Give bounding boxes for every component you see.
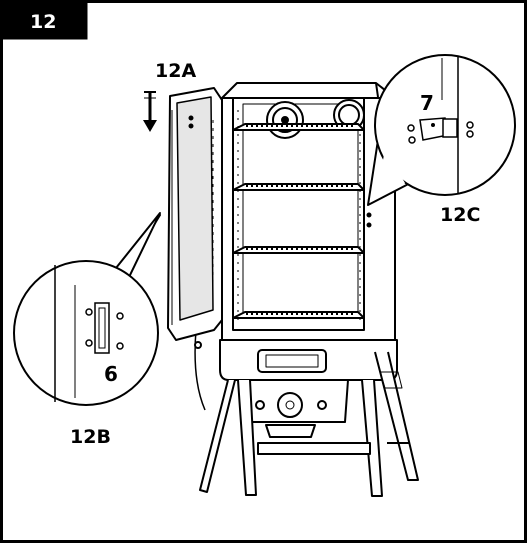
label-12c: 12C — [440, 204, 480, 226]
part-number-top: 7 — [420, 91, 434, 115]
screw-icon — [407, 121, 474, 144]
screw-icon — [85, 308, 124, 350]
hinge-bottom-callout: 6 — [13, 212, 161, 406]
smoker-door — [167, 87, 223, 341]
down-arrow-icon — [143, 91, 157, 132]
step-badge: 12 — [1, 1, 88, 40]
smoker-cabinet — [194, 82, 419, 497]
hinge-icon — [94, 302, 110, 354]
step-number: 12 — [30, 11, 56, 33]
part-number-bottom: 6 — [104, 362, 118, 386]
hinge-top-callout: 7 — [367, 54, 516, 206]
label-12b: 12B — [70, 426, 111, 448]
label-12a: 12A — [155, 60, 196, 82]
hinge-icon — [419, 117, 458, 141]
